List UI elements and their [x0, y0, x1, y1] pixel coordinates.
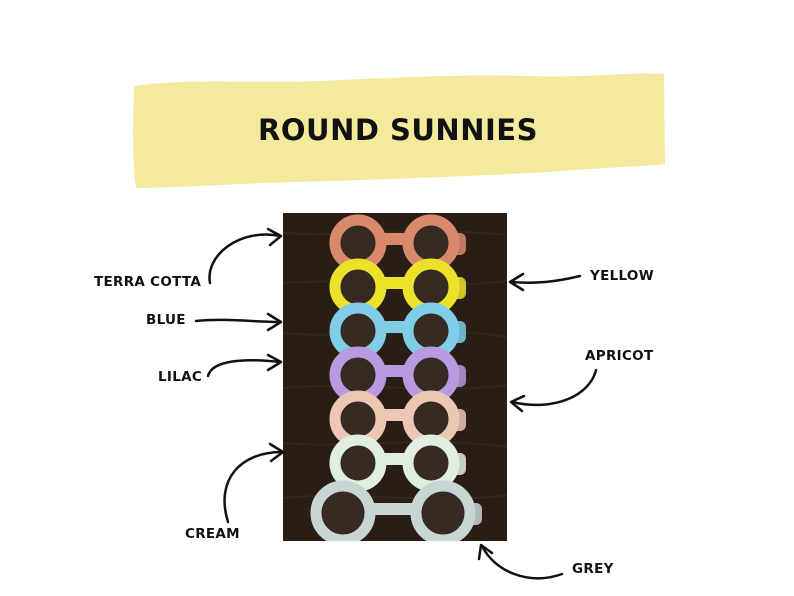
banner-shape [133, 73, 665, 188]
sunglasses-stack [310, 214, 482, 541]
title-banner: ROUND SUNNIES [130, 72, 666, 188]
label-apricot: APRICOT [585, 348, 654, 364]
arrow-lilac [206, 353, 283, 378]
label-grey: GREY [572, 561, 614, 577]
banner-brushstroke [133, 73, 665, 188]
page-title: ROUND SUNNIES [258, 113, 538, 147]
label-blue: BLUE [146, 312, 186, 328]
product-photo [283, 213, 507, 541]
arrow-terra-cotta [208, 227, 283, 285]
label-terra-cotta: TERRA COTTA [94, 274, 202, 290]
sunglasses-apricot [329, 390, 466, 448]
label-yellow: YELLOW [590, 268, 654, 284]
arrow-blue [194, 312, 283, 332]
sunglasses-grey [310, 480, 482, 541]
arrow-grey [477, 543, 564, 580]
label-cream: CREAM [185, 526, 240, 542]
sunglasses-lilac [329, 346, 466, 404]
arrow-cream [223, 442, 285, 524]
arrow-yellow [508, 272, 582, 292]
label-lilac: LILAC [158, 369, 203, 385]
arrow-apricot [509, 368, 598, 413]
